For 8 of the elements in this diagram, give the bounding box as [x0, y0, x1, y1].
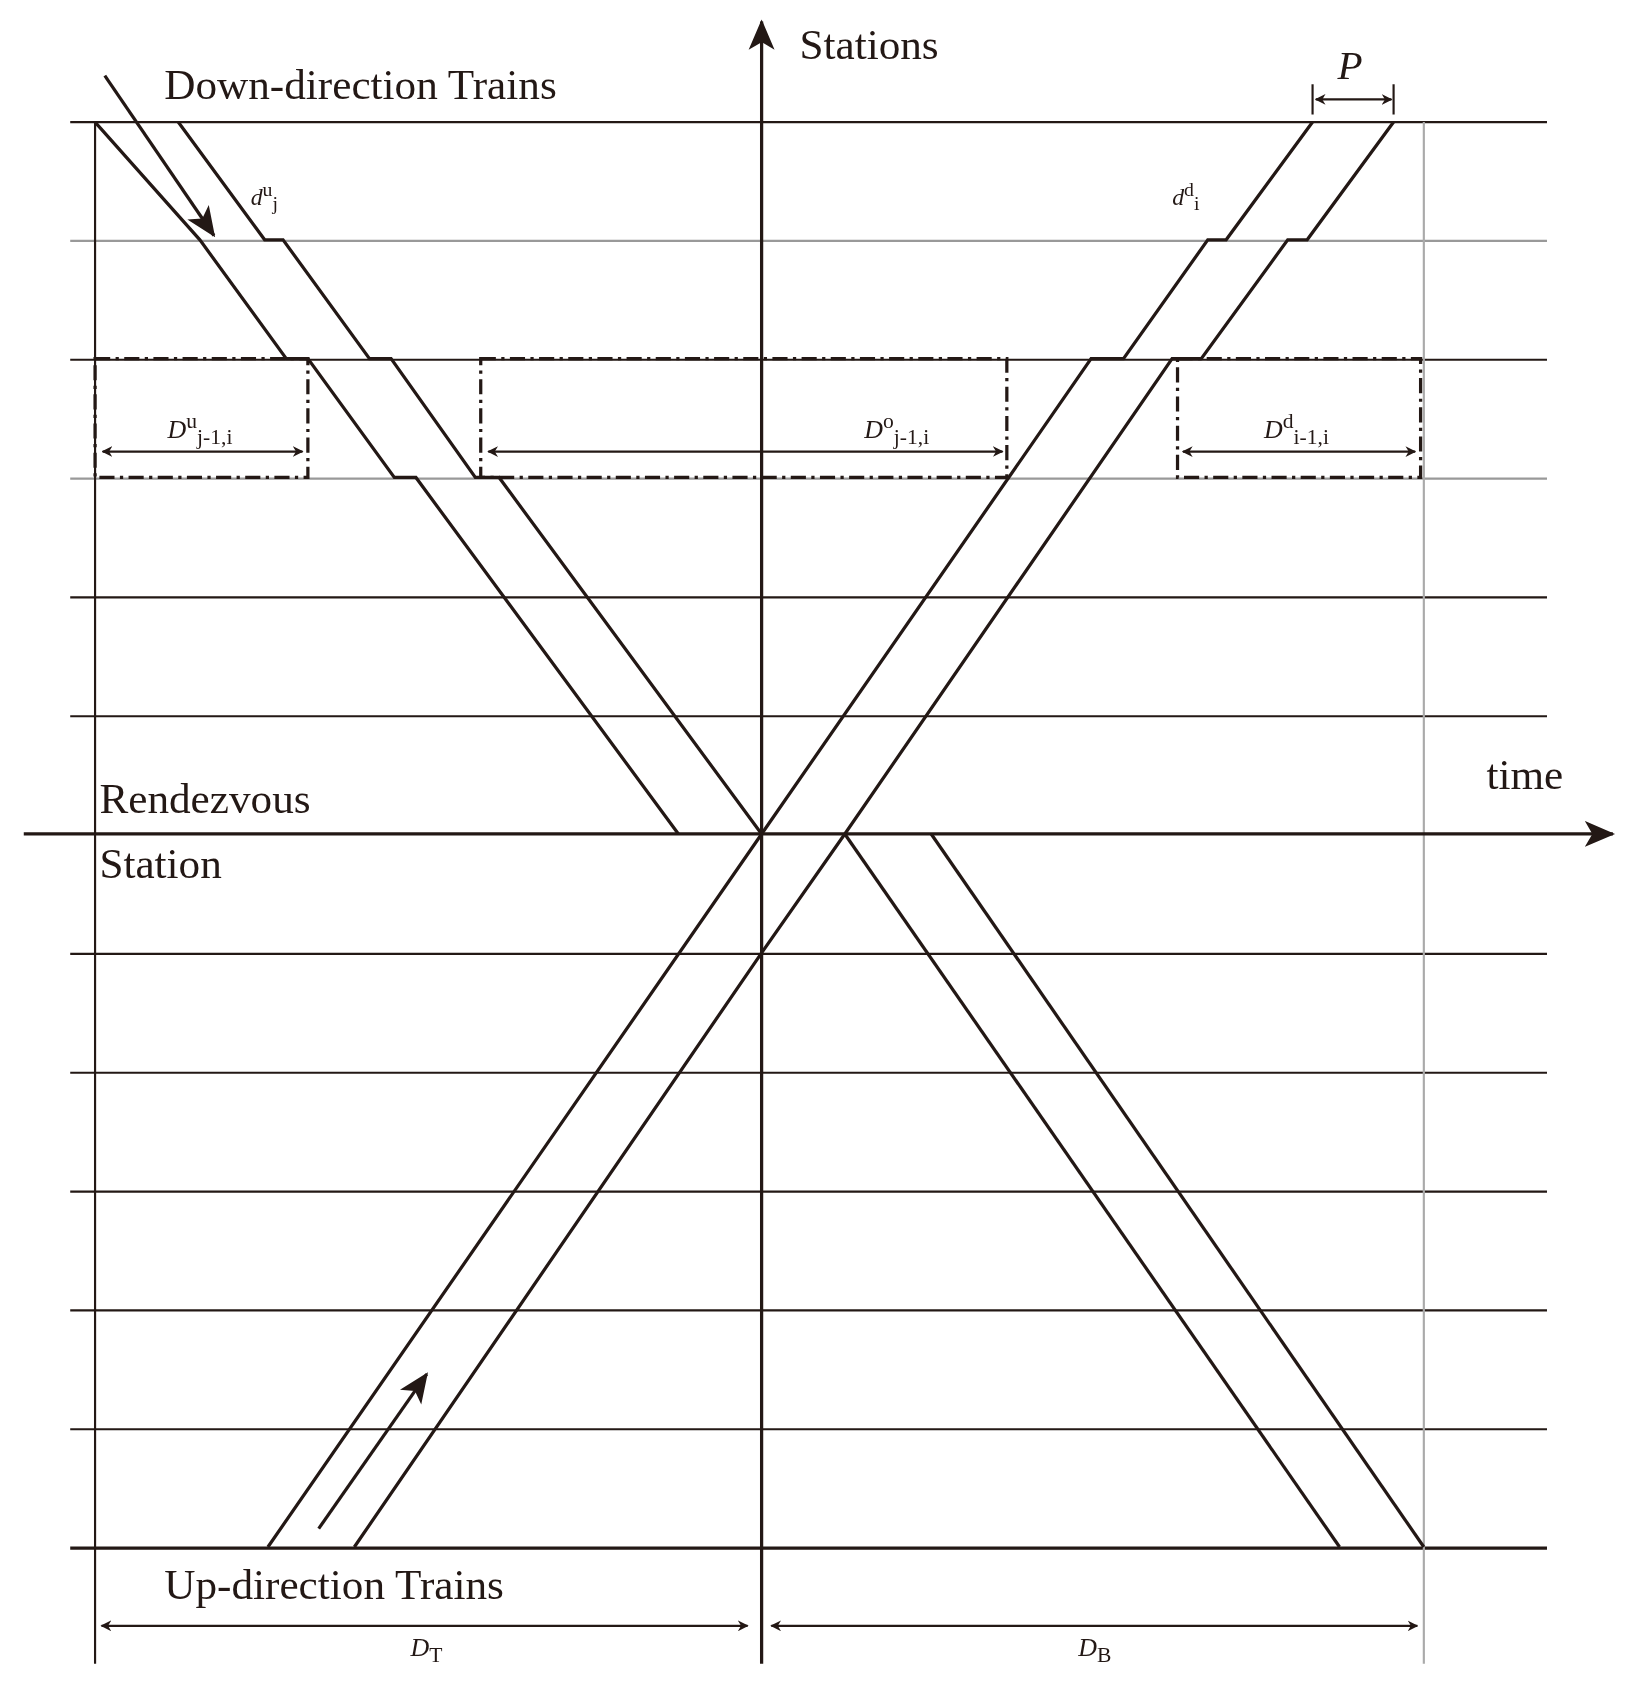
station-label: Rendezvous Station [99, 773, 312, 890]
dimension-label: D$_{T}$ [410, 1633, 443, 1667]
direction-label: Up-direction Trains [164, 1561, 504, 1609]
dimension-label: D$_{B}$ [1078, 1633, 1112, 1667]
dimension-label: P [1337, 43, 1363, 89]
axis-label: time [1486, 750, 1564, 799]
direction-label: Down-direction Trains [164, 61, 557, 110]
axis-label: Stations [799, 21, 939, 70]
